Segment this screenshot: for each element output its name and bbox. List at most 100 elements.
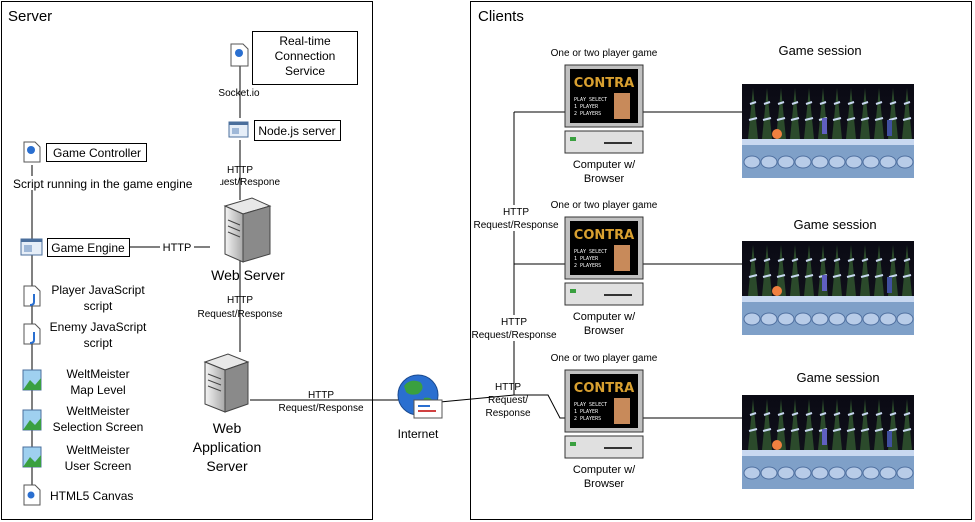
file-label: script xyxy=(84,299,113,313)
app-server-line3: Server xyxy=(206,458,248,474)
game-mode-label: One or two player game xyxy=(551,353,658,364)
game-logo: CONTRA xyxy=(574,76,634,91)
game-mode-label: One or two player game xyxy=(551,48,658,59)
computer-base-icon xyxy=(564,435,644,459)
client-http-1-line1: HTTP xyxy=(503,207,529,218)
http-app-line1: HTTP xyxy=(227,295,253,306)
realtime-service-line1: Real-time xyxy=(279,34,331,48)
http-engine-label: HTTP xyxy=(163,242,192,254)
web-server-icon xyxy=(223,197,272,263)
computer-base-icon xyxy=(564,130,644,154)
game-mode-label: One or two player game xyxy=(551,200,658,211)
game-menu-item: 2 PLAYERS xyxy=(574,263,601,269)
file-label: Selection Screen xyxy=(53,420,144,434)
computer-base-icon xyxy=(564,282,644,306)
http-internet-line2: Request/Response xyxy=(278,403,363,414)
game-engine-label: Game Engine xyxy=(51,241,125,255)
document-web-icon xyxy=(23,141,41,163)
computer-label: Computer w/ xyxy=(573,311,636,323)
file-label: WeltMeister xyxy=(66,404,129,418)
game-menu-item: PLAY SELECT xyxy=(574,97,607,103)
client-http-2-line2: Request/Response xyxy=(471,330,556,341)
file-label: Enemy JavaScript xyxy=(50,320,147,334)
script-running-label: Script running in the game engine xyxy=(13,177,193,191)
window-icon xyxy=(20,238,43,256)
internet-label: Internet xyxy=(398,427,439,441)
server-panel: Server xyxy=(1,1,373,520)
http-app-line2: Request/Response xyxy=(197,309,282,320)
file-label: script xyxy=(84,336,113,350)
web-server-label: Web Server xyxy=(211,267,285,283)
game-controller-label: Game Controller xyxy=(53,146,141,160)
game-menu-item: 1 PLAYER xyxy=(574,409,599,415)
app-server-line1: Web xyxy=(213,420,242,436)
connectors xyxy=(31,66,742,492)
clients-panel: Clients xyxy=(470,1,972,520)
image-file-icon xyxy=(22,369,42,391)
nodejs-label: Node.js server xyxy=(258,124,335,138)
computer-label: Browser xyxy=(584,173,625,185)
image-file-icon xyxy=(22,446,42,468)
computer-label: Computer w/ xyxy=(573,159,636,171)
http-node-line1: HTTP xyxy=(227,165,253,176)
file-label: Map Level xyxy=(70,383,125,397)
client-http-3-line1: HTTP xyxy=(495,382,521,393)
http-internet-line1: HTTP xyxy=(308,390,334,401)
game-session-screenshot xyxy=(742,395,914,489)
file-label: User Screen xyxy=(65,459,132,473)
client-http-3-line2: Request/ xyxy=(488,395,528,406)
socketio-label: Socket.io xyxy=(218,88,260,99)
file-label: Player JavaScript xyxy=(51,283,145,297)
internet-globe-icon xyxy=(397,374,443,419)
client-http-3-line3: Response xyxy=(485,408,530,419)
game-menu-item: 2 PLAYERS xyxy=(574,416,601,422)
http-node-line2: Request/Respone xyxy=(200,177,280,188)
game-menu-item: 1 PLAYER xyxy=(574,104,599,110)
script-file-icon xyxy=(23,323,41,345)
app-server-icon xyxy=(203,353,250,413)
realtime-service-line3: Service xyxy=(285,64,325,78)
server-panel-title: Server xyxy=(8,8,52,25)
envelope-icon xyxy=(413,399,443,419)
game-session-label: Game session xyxy=(793,217,876,232)
computer-label: Browser xyxy=(584,478,625,490)
game-logo: CONTRA xyxy=(574,228,634,243)
nodejs-server: Node.js server xyxy=(228,120,341,141)
game-menu-item: 2 PLAYERS xyxy=(574,111,601,117)
realtime-service-line2: Connection xyxy=(275,49,336,63)
image-file-icon xyxy=(22,409,42,431)
game-menu-item: PLAY SELECT xyxy=(574,249,607,255)
file-label: HTML5 Canvas xyxy=(50,489,133,503)
window-icon xyxy=(228,121,249,138)
computer-label: Browser xyxy=(584,325,625,337)
file-label: WeltMeister xyxy=(66,443,129,457)
game-menu-item: 1 PLAYER xyxy=(574,256,599,262)
game-session-screenshot xyxy=(742,241,914,335)
realtime-service: Real-time Connection Service xyxy=(230,31,358,85)
client-http-1-line2: Request/Response xyxy=(473,220,558,231)
game-session-screenshot xyxy=(742,84,914,178)
client-http-labels: HTTP Request/Response HTTP Request/Respo… xyxy=(471,205,560,419)
game-session-label: Game session xyxy=(796,370,879,385)
file-label: WeltMeister xyxy=(66,367,129,381)
app-server-line2: Application xyxy=(193,439,262,455)
document-web-icon xyxy=(230,43,249,67)
game-controller: Game Controller xyxy=(23,141,147,163)
clients-panel-title: Clients xyxy=(478,8,524,25)
script-file-icon xyxy=(23,285,41,307)
game-engine: Game Engine xyxy=(20,238,130,257)
game-session-label: Game session xyxy=(778,43,861,58)
game-logo: CONTRA xyxy=(574,381,634,396)
game-menu-item: PLAY SELECT xyxy=(574,402,607,408)
computer-label: Computer w/ xyxy=(573,464,636,476)
html-file-icon xyxy=(23,484,41,506)
